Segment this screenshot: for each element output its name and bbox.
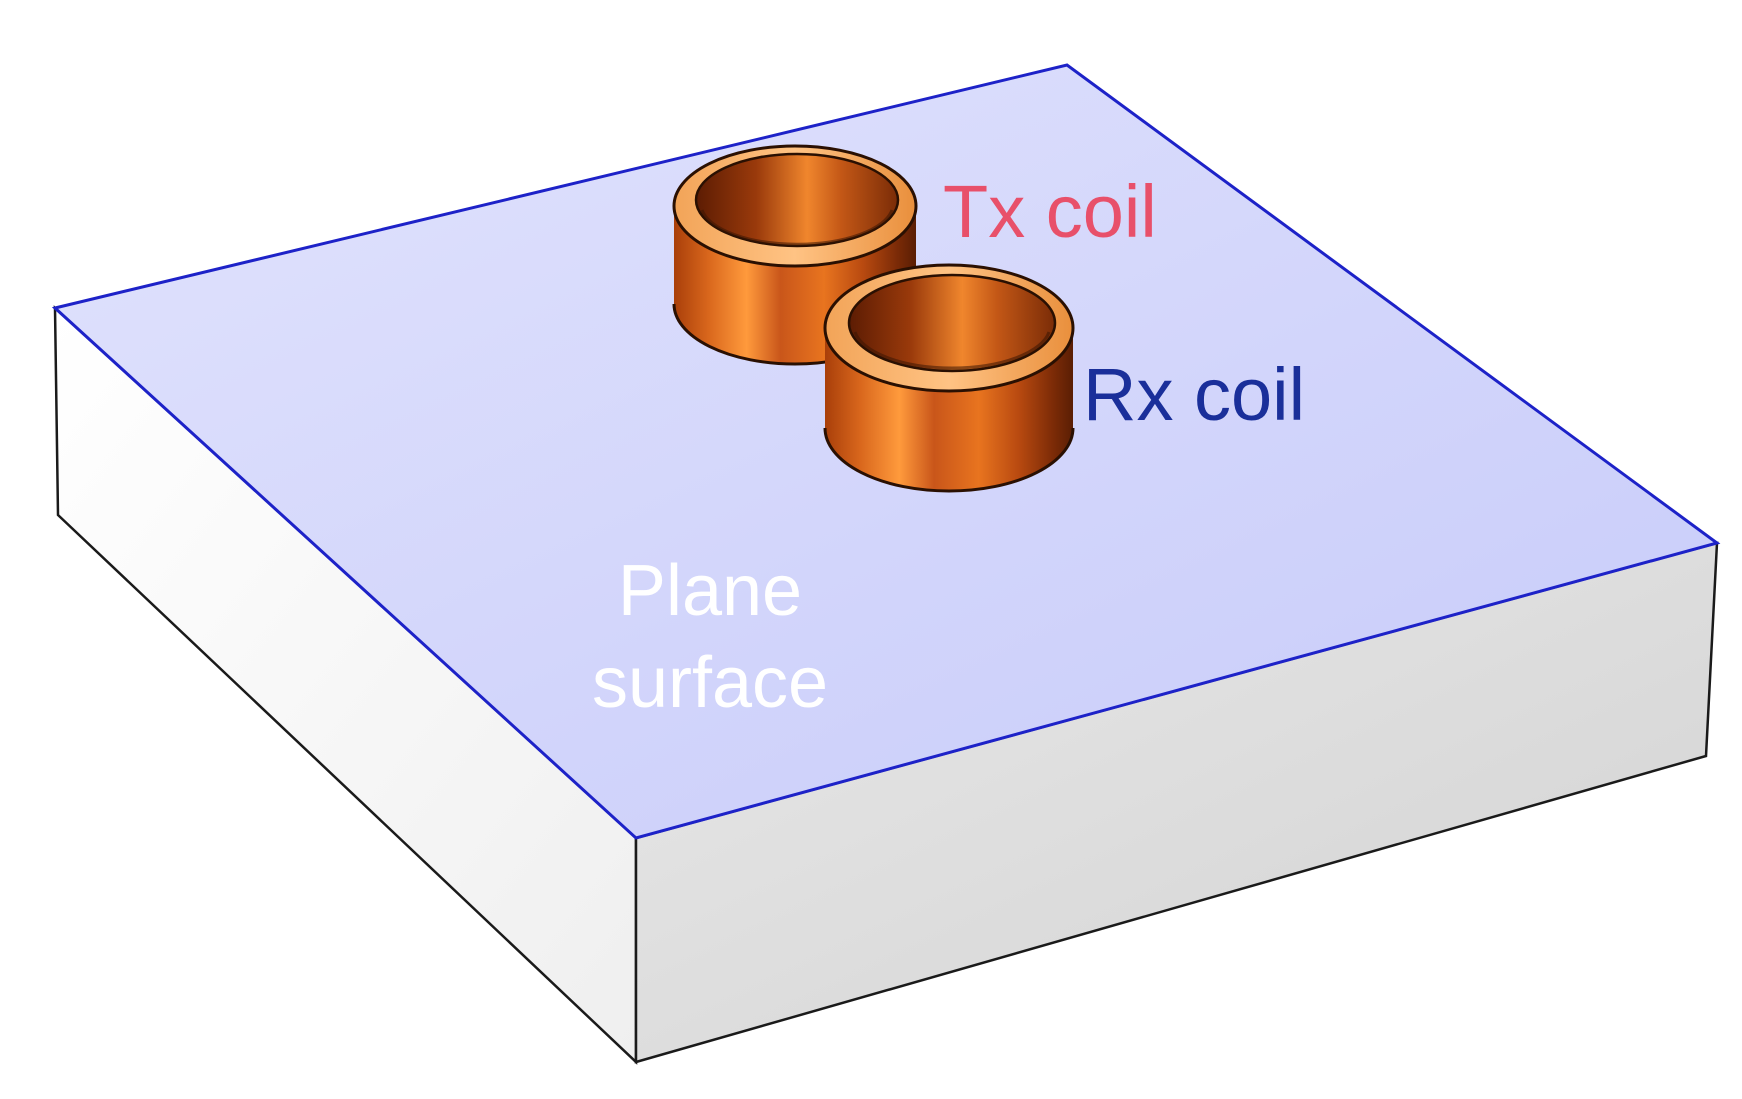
- tx-coil-inner-wall: [694, 152, 900, 248]
- tx-coil-label: Tx coil: [943, 170, 1157, 253]
- plane-label-line2: surface: [591, 643, 829, 724]
- rx-coil-label: Rx coil: [1083, 353, 1306, 436]
- rx-coil: [823, 263, 1075, 493]
- plane-label-line1: Plane: [617, 551, 803, 631]
- tx-coil: [672, 144, 918, 366]
- plane-surface-label: Plane surface: [560, 545, 860, 729]
- rx-coil-inner-wall: [847, 273, 1057, 373]
